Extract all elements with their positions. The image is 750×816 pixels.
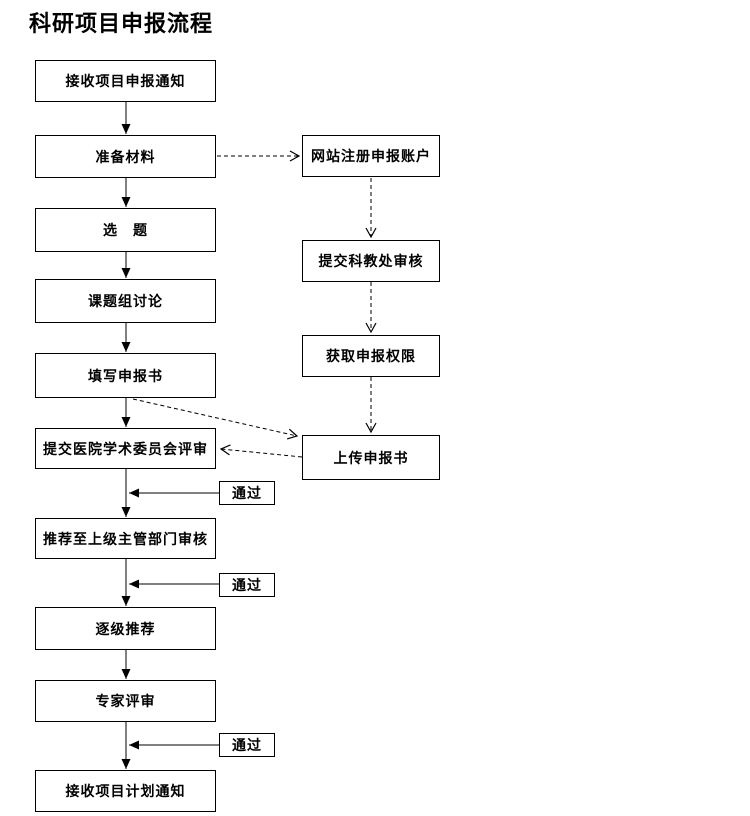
step-topic-selection: 选 题 <box>35 208 216 252</box>
pass-badge-3: 通过 <box>219 733 275 757</box>
step-fill-application-form: 填写申报书 <box>35 353 216 398</box>
pass-badge-2: 通过 <box>219 573 275 597</box>
page-title: 科研项目申报流程 <box>29 11 214 36</box>
step-obtain-application-permission: 获取申报权限 <box>302 335 440 377</box>
dashed-arrow-upload-to-committee <box>221 449 303 458</box>
step-submit-science-education-review: 提交科教处审核 <box>302 240 440 282</box>
pass-badge-1: 通过 <box>219 481 275 505</box>
step-hospital-academic-committee-review: 提交医院学术委员会评审 <box>35 428 216 469</box>
step-expert-review: 专家评审 <box>35 680 216 722</box>
step-upload-application-form: 上传申报书 <box>302 435 440 480</box>
step-recommend-to-superior-department: 推荐至上级主管部门审核 <box>35 518 216 559</box>
step-receive-project-plan-notice: 接收项目计划通知 <box>35 770 216 812</box>
step-level-by-level-recommendation: 逐级推荐 <box>35 607 216 650</box>
step-website-register-account: 网站注册申报账户 <box>302 135 440 177</box>
step-receive-application-notice: 接收项目申报通知 <box>35 60 216 102</box>
step-research-group-discussion: 课题组讨论 <box>35 279 216 323</box>
step-prepare-materials: 准备材料 <box>35 135 216 178</box>
